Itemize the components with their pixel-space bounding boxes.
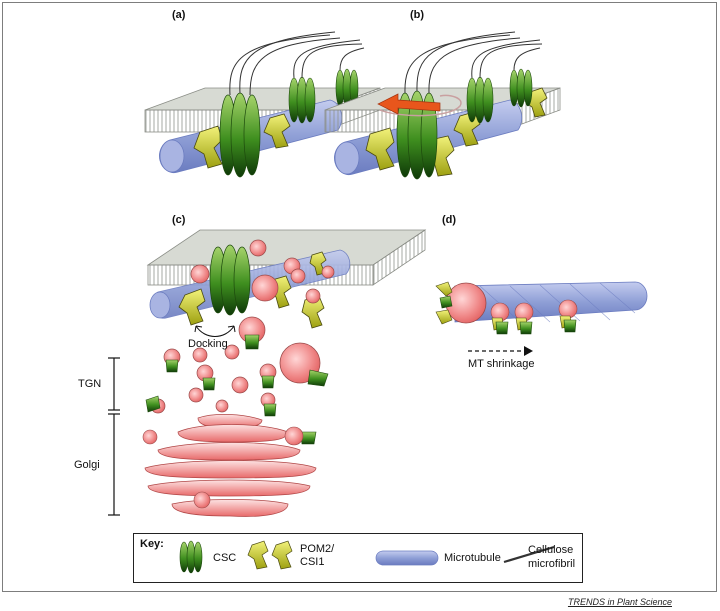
csc-b-small-1 [466,76,494,124]
key-title: Key: [140,538,164,550]
microtubule-end-a [159,139,185,173]
microtubule-end-c [149,291,171,319]
key-microtubule-label: Microtubule [444,552,501,564]
docking-label: Docking [188,338,228,350]
panel-c [108,229,427,517]
key-pom2-label-1: POM2/ [300,543,335,555]
panel-a [144,31,381,178]
pom2-a-1 [193,125,223,169]
docking-arrowhead-right [227,325,236,333]
golgi-label: Golgi [74,459,100,471]
docking-arrow [195,325,235,337]
panel-label-c: (c) [172,214,186,226]
microfibrils-b [404,31,543,94]
vesicle-d-3 [558,299,578,319]
rotation-arrow-b [377,93,441,115]
key-csc-label: CSC [213,552,237,564]
key-microtubule-icon [375,550,439,566]
microfibrils-a [229,31,365,96]
key-cellulose-label-2: microfibril [528,558,576,570]
csc-b-large [396,90,438,180]
golgi-stack [142,414,317,517]
key-cellulose-label-1: Cellulose [528,544,574,556]
panel-b [324,31,561,180]
panel-label-a: (a) [172,9,186,21]
golgi-bracket [108,413,120,516]
panel-d [435,281,648,356]
mt-shrinkage-arrow [468,346,533,356]
docking-arrowhead-left [194,325,203,333]
pom2-b-1 [365,127,395,171]
figure-frame [2,2,717,592]
panel-label-b: (b) [410,9,425,21]
vesicle-cscs [145,334,329,445]
vesicle-d-large [445,282,487,324]
csc-c [209,244,251,316]
csc-b-small-2 [509,68,533,108]
tgn-bracket [108,357,120,411]
key-icons [179,540,555,574]
csc-d [439,295,577,335]
tgn-label: TGN [78,378,102,390]
pom2-c-1 [178,288,206,326]
csc-a-large [219,92,261,178]
rotation-loop-b [379,94,462,117]
pom2-c-3 [301,295,325,329]
key-cellulose-icon [503,545,555,564]
journal-credit: TRENDS in Plant Science [567,597,672,607]
key-pom2-icon [247,540,293,570]
key-csc-icon [179,540,203,574]
mt-shrinkage-label: MT shrinkage [468,358,535,370]
csc-a-small-2 [335,68,359,108]
tgn-vesicles [150,342,321,414]
pom2-a-2 [263,113,291,149]
key-pom2-label-2: CSI1 [300,556,325,568]
csc-a-small-1 [288,76,316,124]
panel-label-d: (d) [442,214,457,226]
microtubule-end-b [334,141,360,175]
membrane-end-c [372,229,426,286]
key-box [133,533,583,583]
